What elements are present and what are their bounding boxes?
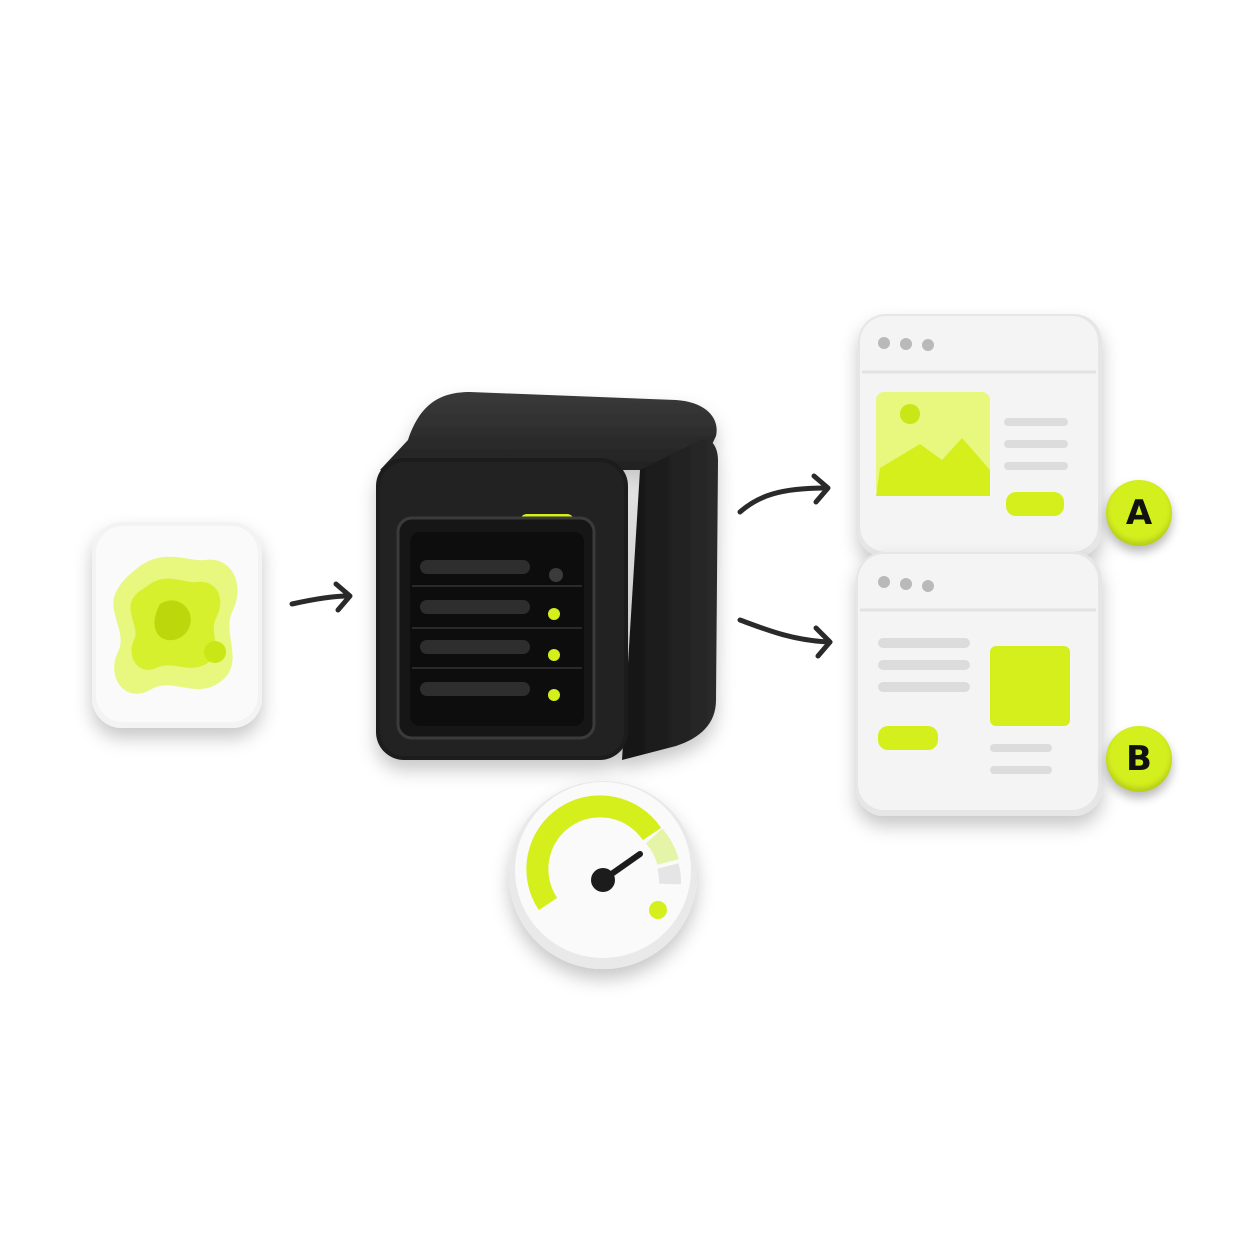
variant-a-browser-window	[858, 314, 1102, 558]
arrow-server-to-variant-a	[737, 473, 831, 515]
blob-asset-icon	[92, 522, 262, 728]
arrow-server-to-variant-b	[737, 617, 833, 659]
server-icon	[376, 392, 718, 760]
arrow-source-to-server	[289, 581, 353, 613]
speedometer-icon	[509, 781, 697, 969]
variant-a-badge: A	[1106, 480, 1172, 546]
variant-b-badge: B	[1106, 726, 1172, 792]
variant-b-browser-window	[856, 552, 1102, 816]
